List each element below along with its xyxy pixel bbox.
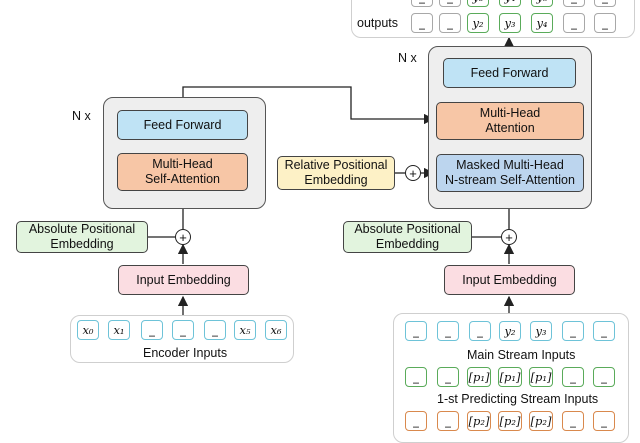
predict2-token: _ (437, 411, 459, 431)
outputs-label: outputs (357, 16, 399, 30)
decoder-add-icon: + (501, 229, 517, 245)
decoder-output-token: y₃ (499, 13, 521, 33)
decoder-positional-embedding-block: Absolute Positional Embedding (343, 221, 472, 253)
main-stream-token: _ (469, 321, 491, 341)
predict2-token: [p₂] (529, 411, 553, 431)
encoder-repeat-label: N x (72, 109, 91, 123)
predict1-token: _ (405, 367, 427, 387)
encoder-inputs-label: Encoder Inputs (143, 346, 228, 360)
main-stream-token: y₃ (530, 321, 552, 341)
predict2-token: [p₂] (467, 411, 491, 431)
encoder-token: _ (204, 320, 226, 340)
encoder-input-embedding-block: Input Embedding (118, 265, 249, 295)
decoder-inputs-panel: _ _ _ y₂ y₃ _ _ Main Stream Inputs _ _ [… (393, 313, 629, 443)
encoder-self-attention-block: Multi-Head Self-Attention (117, 153, 248, 191)
relative-positional-embedding-block: Relative Positional Embedding (277, 156, 395, 190)
decoder-output-token: _ (563, 13, 585, 33)
main-stream-token: _ (562, 321, 584, 341)
predict1-label: 1-st Predicting Stream Inputs (437, 392, 599, 406)
encoder-token: x₀ (77, 320, 99, 340)
relative-add-icon: + (405, 165, 421, 181)
predict1-token: _ (437, 367, 459, 387)
encoder-positional-embedding-block: Absolute Positional Embedding (16, 221, 148, 253)
encoder-token: x₆ (265, 320, 287, 340)
predict1-token: [p₁] (467, 367, 491, 387)
decoder-output-token: _ (594, 13, 616, 33)
predict2-token: [p₂] (498, 411, 522, 431)
encoder-token: x₁ (108, 320, 130, 340)
decoder-masked-attention-block: Masked Multi-Head N-stream Self-Attentio… (436, 154, 584, 192)
decoder-output-token: _ (439, 13, 461, 33)
decoder-feed-forward-block: Feed Forward (443, 58, 576, 88)
encoder-token: x₅ (234, 320, 256, 340)
main-stream-token: y₂ (499, 321, 521, 341)
main-stream-token: _ (405, 321, 427, 341)
predict2-token: _ (562, 411, 584, 431)
decoder-top-token: y₄ (499, 0, 521, 7)
encoder-inputs-panel: x₀ x₁ _ _ _ x₅ x₆ Encoder Inputs (70, 315, 294, 363)
predict1-token: [p₁] (529, 367, 553, 387)
decoder-top-token: y₃ (467, 0, 489, 7)
predict2-token: _ (593, 411, 615, 431)
predict1-token: _ (593, 367, 615, 387)
main-stream-token: _ (437, 321, 459, 341)
decoder-top-token: y₅ (531, 0, 553, 7)
main-stream-label: Main Stream Inputs (467, 348, 576, 362)
encoder-feed-forward-block: Feed Forward (117, 110, 248, 140)
decoder-top-token: _ (563, 0, 585, 7)
enc-to-dec-cross-arrow (182, 86, 435, 125)
decoder-top-token: _ (411, 0, 433, 7)
decoder-output-token: y₂ (467, 13, 489, 33)
decoder-cross-attention-block: Multi-Head Attention (436, 102, 584, 140)
predict2-token: _ (405, 411, 427, 431)
decoder-top-token: _ (439, 0, 461, 7)
encoder-token: _ (172, 320, 194, 340)
decoder-repeat-label: N x (398, 51, 417, 65)
decoder-top-token: _ (594, 0, 616, 7)
predict1-token: _ (562, 367, 584, 387)
encoder-token: _ (141, 320, 163, 340)
predict1-token: [p₁] (498, 367, 522, 387)
decoder-output-token: _ (411, 13, 433, 33)
encoder-add-icon: + (175, 229, 191, 245)
decoder-outputs-panel: _ _ y₃ y₄ y₅ _ _ outputs _ _ y₂ y₃ y₄ _ … (351, 0, 635, 38)
main-stream-token: _ (593, 321, 615, 341)
decoder-output-token: y₄ (531, 13, 553, 33)
decoder-input-embedding-block: Input Embedding (444, 265, 575, 295)
